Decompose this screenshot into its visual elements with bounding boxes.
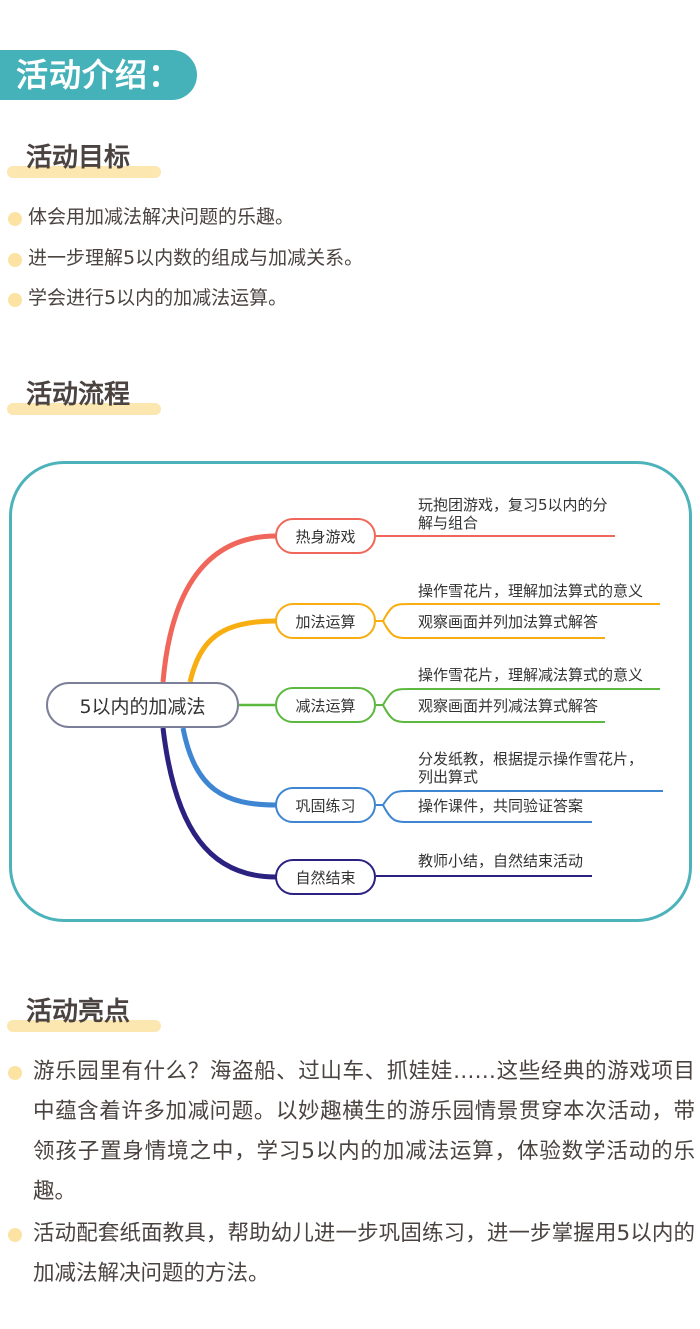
- highlight-text: 游乐园里有什么？海盗船、过山车、抓娃娃……这些经典的游戏项目中蕴含着许多加减问题…: [33, 1059, 695, 1204]
- mindmap-frame: [9, 461, 692, 922]
- branch-label: 加法运算: [295, 612, 356, 631]
- heading-underline: [7, 403, 161, 415]
- bullet-dot-icon: [8, 293, 22, 307]
- connector-warmup: [160, 533, 277, 683]
- leaf-text: 操作雪花片，理解减法算式的意义: [418, 666, 644, 684]
- bullet-dot-icon: [8, 1228, 22, 1242]
- leaf-text: 分发纸教，根据提示操作雪花片， 列出算式: [418, 750, 644, 786]
- leaf-bracket: [376, 790, 663, 806]
- goal-text: 体会用加减法解决问题的乐趣。: [28, 206, 295, 228]
- branch-node-warmup: 热身游戏: [275, 518, 376, 554]
- leaf-bracket: [382, 804, 592, 823]
- highlight-text: 活动配套纸面教具，帮助幼儿进一步巩固练习，进一步掌握用5以内的加减法解决问题的方…: [33, 1221, 695, 1286]
- connector-practice: [180, 727, 277, 808]
- branch-node-addition: 加法运算: [275, 603, 376, 639]
- goal-text: 学会进行5以内的加减法运算。: [28, 287, 288, 309]
- section-title: 活动介绍：: [16, 56, 182, 94]
- leaf-text: 操作课件，共同验证答案: [418, 797, 584, 815]
- goals-heading-text: 活动目标: [26, 143, 131, 173]
- connector-ending: [160, 727, 277, 880]
- mindmap-root-node: 5以内的加减法: [46, 682, 239, 728]
- leaf-bracket: [382, 704, 605, 723]
- goal-text: 进一步理解5以内数的组成与加减关系。: [28, 247, 364, 269]
- leaf-text: 操作雪花片，理解加法算式的意义: [418, 582, 644, 600]
- leaf-bracket: [376, 603, 660, 622]
- connector-addition: [187, 618, 277, 683]
- heading-underline: [7, 166, 161, 178]
- leaf-text: 观察画面并列加法算式解答: [418, 613, 599, 631]
- leaf-text: 观察画面并列减法算式解答: [418, 697, 599, 715]
- leaf-bracket: [376, 688, 660, 706]
- section-title-banner: 活动介绍：: [0, 50, 197, 100]
- bullet-dot-icon: [8, 253, 22, 267]
- branch-node-subtraction: 减法运算: [275, 687, 376, 723]
- branch-node-practice: 巩固练习: [275, 787, 376, 823]
- bullet-dot-icon: [8, 212, 22, 226]
- branch-label: 热身游戏: [295, 527, 356, 546]
- branch-node-ending: 自然结束: [275, 859, 376, 895]
- bullet-dot-icon: [8, 1066, 22, 1080]
- flow-heading-text: 活动流程: [26, 380, 131, 410]
- leaf-text: 教师小结，自然结束活动: [418, 852, 584, 870]
- leaf-bracket: [382, 620, 605, 639]
- highlights-heading-text: 活动亮点: [26, 997, 131, 1027]
- branch-label: 巩固练习: [295, 796, 356, 815]
- leaf-text: 玩抱团游戏，复习5以内的分 解与组合: [418, 496, 608, 532]
- branch-label: 减法运算: [295, 696, 356, 715]
- heading-underline: [7, 1020, 161, 1032]
- root-label: 5以内的加减法: [79, 695, 206, 718]
- branch-label: 自然结束: [295, 868, 356, 887]
